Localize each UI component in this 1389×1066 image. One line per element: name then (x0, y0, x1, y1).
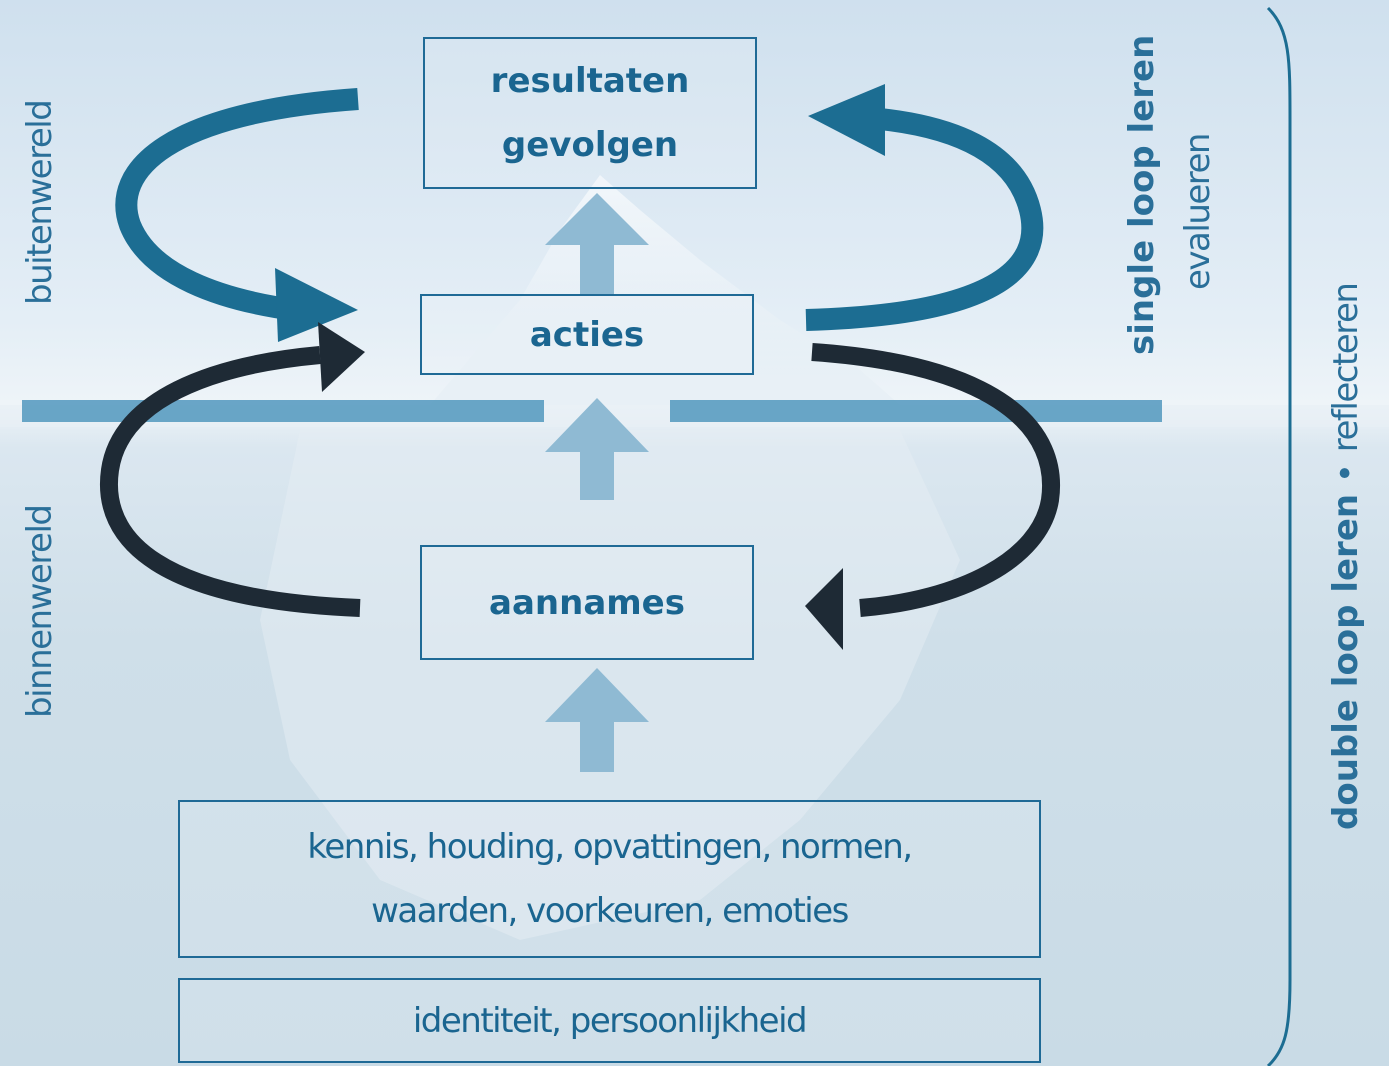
binnenwereld-label: binnenwereld (20, 506, 60, 719)
evalueren-label: evalueren (1178, 134, 1218, 290)
gevolgen-text: gevolgen (501, 125, 679, 165)
single-loop-text: single loop leren (1122, 34, 1162, 355)
up-arrow-to-acties (545, 398, 649, 500)
kennis-text-line2: waarden, voorkeuren, emoties (371, 891, 849, 931)
resultaten-text: resultaten (490, 61, 690, 101)
kennis-text-line1: kennis, houding, opvattingen, normen, (307, 827, 913, 867)
buitenwereld-text: buitenwereld (20, 100, 60, 305)
double-loop-label: double loop leren • reflecteren (1326, 284, 1366, 830)
evalueren-text: evalueren (1178, 134, 1218, 290)
reflecteren-text: reflecteren (1326, 283, 1366, 453)
single-loop-arrow-right (805, 84, 1044, 331)
waterline-bar-left (22, 400, 544, 422)
up-arrow-to-aannames (545, 668, 649, 772)
acties-text: acties (529, 314, 645, 355)
double-loop-arrow-left (100, 322, 365, 617)
box-identiteit: identiteit, persoonlijkheid (178, 978, 1041, 1063)
buitenwereld-label: buitenwereld (20, 101, 60, 305)
double-loop-arrow-right (805, 343, 1060, 650)
aannames-text: aannames (489, 582, 685, 623)
right-brace (1266, 6, 1292, 1066)
up-arrow-to-resultaten (545, 193, 649, 294)
iceberg-top (430, 175, 900, 405)
identiteit-text: identiteit, persoonlijkheid (412, 1000, 808, 1041)
double-loop-text: double loop leren (1326, 493, 1366, 830)
single-loop-label: single loop leren (1122, 35, 1162, 355)
separator-dot: • (1326, 463, 1366, 484)
box-aannames: aannames (420, 545, 754, 660)
waterline-bar-right (670, 400, 1162, 422)
single-loop-arrow-left (115, 88, 359, 342)
box-acties: acties (420, 294, 754, 375)
binnenwereld-text: binnenwereld (20, 505, 60, 719)
box-kennis: kennis, houding, opvattingen, normen, wa… (178, 800, 1041, 958)
box-resultaten: resultaten gevolgen (423, 37, 757, 189)
